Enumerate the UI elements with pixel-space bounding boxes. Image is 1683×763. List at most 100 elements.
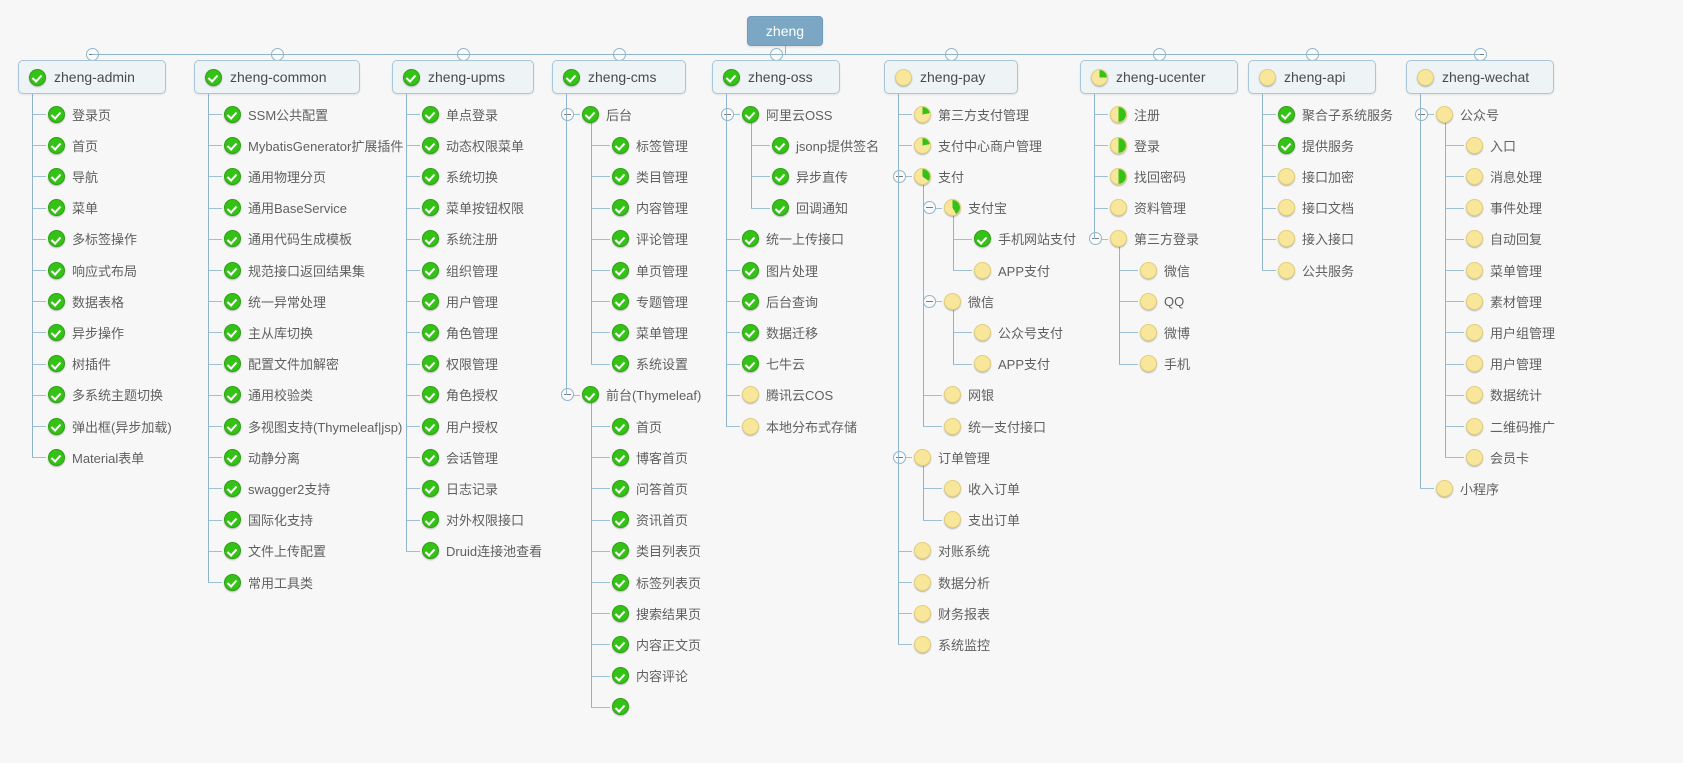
tree-item[interactable]: 公众号 [1436, 104, 1499, 124]
tree-item[interactable]: 用户管理 [422, 291, 498, 311]
tree-item[interactable]: 弹出框(异步加载) [48, 416, 172, 436]
tree-item[interactable]: 阿里云OSS [742, 104, 832, 124]
tree-item[interactable]: 类目列表页 [612, 541, 701, 561]
tree-item[interactable]: 小程序 [1436, 478, 1499, 498]
collapse-toggle[interactable] [1415, 107, 1428, 121]
tree-item[interactable]: 用户组管理 [1466, 322, 1555, 342]
tree-item[interactable]: 响应式布局 [48, 260, 137, 280]
tree-item[interactable]: 支付中心商户管理 [914, 135, 1042, 155]
module-node-zheng-admin[interactable]: zheng-admin [18, 60, 166, 94]
tree-item[interactable]: 通用BaseService [224, 198, 347, 218]
tree-item[interactable]: 规范接口返回结果集 [224, 260, 365, 280]
tree-item[interactable]: 微博 [1140, 322, 1190, 342]
tree-item[interactable]: 问答首页 [612, 478, 688, 498]
tree-item[interactable]: 系统切换 [422, 166, 498, 186]
tree-item[interactable]: 网银 [944, 385, 994, 405]
tree-item[interactable]: 角色授权 [422, 385, 498, 405]
tree-item[interactable]: 菜单 [48, 198, 98, 218]
tree-item[interactable]: 标签列表页 [612, 572, 701, 592]
tree-item[interactable]: 系统监控 [914, 634, 990, 654]
tree-item[interactable]: 财务报表 [914, 603, 990, 623]
tree-item[interactable]: 多系统主题切换 [48, 385, 163, 405]
tree-item[interactable]: 系统注册 [422, 229, 498, 249]
tree-item[interactable]: SSM公共配置 [224, 104, 328, 124]
tree-item[interactable]: 搜索结果页 [612, 603, 701, 623]
tree-item[interactable]: 找回密码 [1110, 166, 1186, 186]
tree-item[interactable]: 配置文件加解密 [224, 354, 339, 374]
tree-item[interactable]: 事件处理 [1466, 198, 1542, 218]
tree-item[interactable]: MybatisGenerator扩展插件 [224, 135, 403, 155]
tree-item[interactable]: 通用校验类 [224, 385, 313, 405]
tree-item[interactable]: 权限管理 [422, 354, 498, 374]
tree-item[interactable]: 会员卡 [1466, 447, 1529, 467]
module-node-zheng-wechat[interactable]: zheng-wechat [1406, 60, 1554, 94]
tree-item[interactable]: 国际化支持 [224, 510, 313, 530]
tree-item[interactable]: 登录 [1110, 135, 1160, 155]
tree-item[interactable]: 资料管理 [1110, 198, 1186, 218]
tree-item[interactable]: 首页 [612, 416, 662, 436]
tree-item[interactable]: 角色管理 [422, 322, 498, 342]
tree-item[interactable]: 入口 [1466, 135, 1516, 155]
tree-item[interactable]: 素材管理 [1466, 291, 1542, 311]
tree-item[interactable]: 后台 [582, 104, 632, 124]
tree-item[interactable]: 系统设置 [612, 354, 688, 374]
tree-item[interactable]: 首页 [48, 135, 98, 155]
tree-item[interactable]: 支付宝 [944, 198, 1007, 218]
collapse-toggle[interactable] [721, 107, 734, 121]
tree-item[interactable]: APP支付 [974, 354, 1050, 374]
collapse-toggle[interactable] [1089, 232, 1102, 246]
tree-item[interactable]: 标签管理 [612, 135, 688, 155]
tree-item[interactable]: 主从库切换 [224, 322, 313, 342]
module-node-zheng-pay[interactable]: zheng-pay [884, 60, 1018, 94]
tree-item[interactable]: 注册 [1110, 104, 1160, 124]
collapse-toggle[interactable] [923, 294, 936, 308]
tree-item[interactable]: 对账系统 [914, 541, 990, 561]
tree-item[interactable]: 接口文档 [1278, 198, 1354, 218]
tree-item[interactable]: 对外权限接口 [422, 510, 524, 530]
tree-item[interactable]: 异步操作 [48, 322, 124, 342]
tree-item[interactable]: 公众号支付 [974, 322, 1063, 342]
tree-item[interactable]: 组织管理 [422, 260, 498, 280]
tree-item[interactable]: 第三方登录 [1110, 229, 1199, 249]
module-node-zheng-api[interactable]: zheng-api [1248, 60, 1376, 94]
tree-item[interactable]: 博客首页 [612, 447, 688, 467]
tree-item[interactable]: 本地分布式存储 [742, 416, 857, 436]
tree-item[interactable]: 用户管理 [1466, 354, 1542, 374]
tree-item[interactable]: 支付 [914, 166, 964, 186]
tree-item[interactable]: 腾讯云COS [742, 385, 833, 405]
root-node[interactable]: zheng [747, 16, 823, 46]
tree-item[interactable]: 自动回复 [1466, 229, 1542, 249]
tree-item[interactable]: 登录页 [48, 104, 111, 124]
tree-item[interactable]: 七牛云 [742, 354, 805, 374]
tree-item[interactable]: 数据迁移 [742, 322, 818, 342]
tree-item[interactable]: 菜单按钮权限 [422, 198, 524, 218]
tree-item[interactable]: 动静分离 [224, 447, 300, 467]
tree-item[interactable]: 第三方支付管理 [914, 104, 1029, 124]
tree-item[interactable]: 内容管理 [612, 198, 688, 218]
tree-item[interactable]: Material表单 [48, 447, 144, 467]
tree-item[interactable]: 聚合子系统服务 [1278, 104, 1393, 124]
tree-item[interactable]: QQ [1140, 291, 1184, 311]
tree-item[interactable]: 导航 [48, 166, 98, 186]
tree-item[interactable]: 二维码推广 [1466, 416, 1555, 436]
collapse-toggle[interactable] [561, 107, 574, 121]
tree-item[interactable]: 树插件 [48, 354, 111, 374]
tree-item[interactable]: 类目管理 [612, 166, 688, 186]
tree-item[interactable]: APP支付 [974, 260, 1050, 280]
tree-item[interactable]: 菜单管理 [612, 322, 688, 342]
tree-item[interactable]: 统一上传接口 [742, 229, 844, 249]
collapse-toggle[interactable] [893, 169, 906, 183]
tree-item[interactable]: 会话管理 [422, 447, 498, 467]
tree-item[interactable]: 统一异常处理 [224, 291, 326, 311]
tree-item[interactable]: 提供服务 [1278, 135, 1354, 155]
tree-item[interactable]: 数据统计 [1466, 385, 1542, 405]
tree-item[interactable]: 后台查询 [742, 291, 818, 311]
tree-item[interactable]: 微信 [944, 291, 994, 311]
tree-item[interactable]: swagger2支持 [224, 478, 330, 498]
tree-item[interactable]: 菜单管理 [1466, 260, 1542, 280]
tree-item[interactable]: 接口加密 [1278, 166, 1354, 186]
tree-item[interactable]: 前台(Thymeleaf) [582, 385, 701, 405]
collapse-toggle[interactable] [561, 388, 574, 402]
tree-item[interactable]: 手机网站支付 [974, 229, 1076, 249]
tree-item[interactable]: 通用物理分页 [224, 166, 326, 186]
